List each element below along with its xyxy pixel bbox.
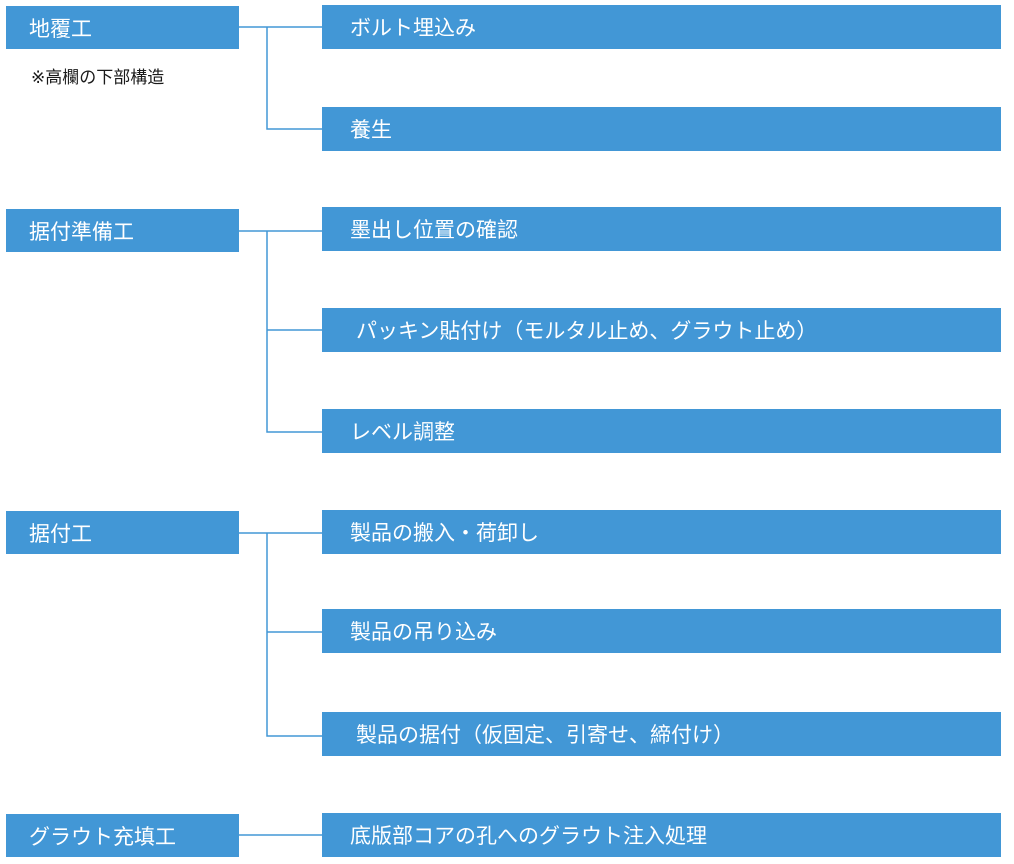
category-label: 地覆工 (29, 16, 92, 41)
category-box-install: 据付工 (6, 511, 239, 554)
task-label: 墨出し位置の確認 (350, 218, 518, 242)
task-box: パッキン貼付け（モルタル止め、グラウト止め） (322, 308, 1001, 352)
category-note: ※高欄の下部構造 (31, 68, 165, 88)
task-label: パッキン貼付け（モルタル止め、グラウト止め） (356, 319, 818, 343)
category-label: グラウト充填工 (29, 824, 176, 849)
task-box: 製品の吊り込み (322, 609, 1001, 653)
category-box-grout: グラウト充填工 (6, 814, 239, 857)
connector-prep (239, 230, 322, 433)
task-label: 底版部コアの孔へのグラウト注入処理 (350, 824, 707, 848)
task-box: レベル調整 (322, 409, 1001, 453)
task-box: 養生 (322, 107, 1001, 151)
category-box-ground-cover: 地覆工 (6, 6, 239, 49)
task-label: 製品の据付（仮固定、引寄せ、締付け） (356, 723, 734, 747)
task-box: 製品の据付（仮固定、引寄せ、締付け） (322, 712, 1001, 756)
category-label: 据付準備工 (29, 219, 134, 244)
task-box: ボルト埋込み (322, 5, 1001, 49)
task-box: 墨出し位置の確認 (322, 207, 1001, 251)
task-box: 底版部コアの孔へのグラウト注入処理 (322, 813, 1001, 857)
category-label: 据付工 (29, 521, 92, 546)
connector-install (239, 532, 322, 737)
task-label: 養生 (350, 118, 392, 142)
category-box-prep: 据付準備工 (6, 209, 239, 252)
task-label: 製品の吊り込み (350, 620, 497, 644)
connector-ground-cover (239, 26, 322, 130)
task-label: 製品の搬入・荷卸し (350, 521, 539, 545)
task-box: 製品の搬入・荷卸し (322, 510, 1001, 554)
task-label: ボルト埋込み (350, 16, 476, 40)
task-label: レベル調整 (350, 420, 455, 444)
